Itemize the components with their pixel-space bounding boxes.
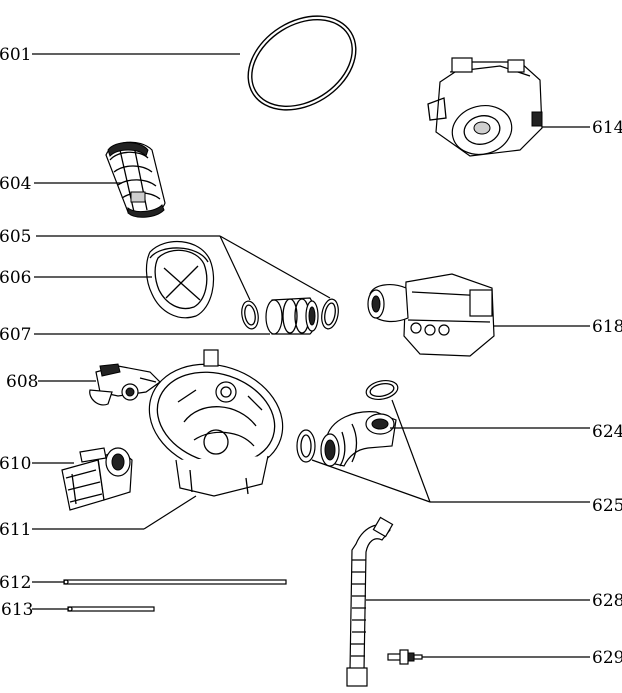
label-606: 606 xyxy=(0,268,31,288)
part-618-wash-pump[interactable] xyxy=(367,273,495,357)
label-613: 613 xyxy=(1,600,33,620)
label-611: 611 xyxy=(0,520,31,540)
part-610-drain-pump[interactable] xyxy=(61,447,133,511)
label-608: 608 xyxy=(6,372,38,392)
label-610: 610 xyxy=(0,454,31,474)
callout-607: 607 xyxy=(0,325,270,345)
callout-618: 618 xyxy=(494,317,622,337)
callout-601: 601 xyxy=(0,45,240,65)
part-614-motor[interactable] xyxy=(427,57,543,161)
label-628: 628 xyxy=(592,591,622,611)
label-612: 612 xyxy=(0,573,31,593)
part-625-clamp-left[interactable] xyxy=(296,429,316,463)
callout-629: 629 xyxy=(422,648,622,668)
label-629: 629 xyxy=(592,648,622,668)
callout-624: 624 xyxy=(390,422,622,442)
part-605-clamp-left[interactable] xyxy=(240,300,261,330)
label-625: 625 xyxy=(592,496,622,516)
callout-610: 610 xyxy=(0,454,74,474)
callout-628: 628 xyxy=(366,591,622,611)
part-613-rod[interactable] xyxy=(67,606,155,612)
part-604-filter[interactable] xyxy=(105,141,166,218)
callout-613: 613 xyxy=(1,600,68,620)
part-606-mesh-frame[interactable] xyxy=(145,240,215,319)
part-625-clamp-top[interactable] xyxy=(364,378,399,402)
label-601: 601 xyxy=(0,45,31,65)
part-629-fitting[interactable] xyxy=(387,649,423,665)
part-628-drain-hose[interactable] xyxy=(346,516,394,687)
label-607: 607 xyxy=(0,325,31,345)
part-607-hose-connector[interactable] xyxy=(265,297,319,335)
part-611-sump[interactable] xyxy=(135,348,296,497)
callout-606: 606 xyxy=(0,268,152,288)
callout-611: 611 xyxy=(0,495,197,540)
part-608-sensor[interactable] xyxy=(89,363,161,406)
label-618: 618 xyxy=(592,317,622,337)
part-612-rod[interactable] xyxy=(63,579,287,585)
callout-604: 604 xyxy=(0,174,122,194)
part-624-elbow-hose[interactable] xyxy=(320,411,397,467)
callout-605: 605 xyxy=(0,227,331,301)
label-624: 624 xyxy=(592,422,622,442)
callout-612: 612 xyxy=(0,573,64,593)
label-604: 604 xyxy=(0,174,31,194)
callout-625: 625 xyxy=(311,399,622,516)
label-614: 614 xyxy=(592,118,622,138)
part-605-clamp-right[interactable] xyxy=(320,298,341,330)
part-601-gasket-ring[interactable] xyxy=(233,0,370,127)
callout-608: 608 xyxy=(6,372,96,392)
callout-614: 614 xyxy=(542,118,622,138)
label-605: 605 xyxy=(0,227,31,247)
